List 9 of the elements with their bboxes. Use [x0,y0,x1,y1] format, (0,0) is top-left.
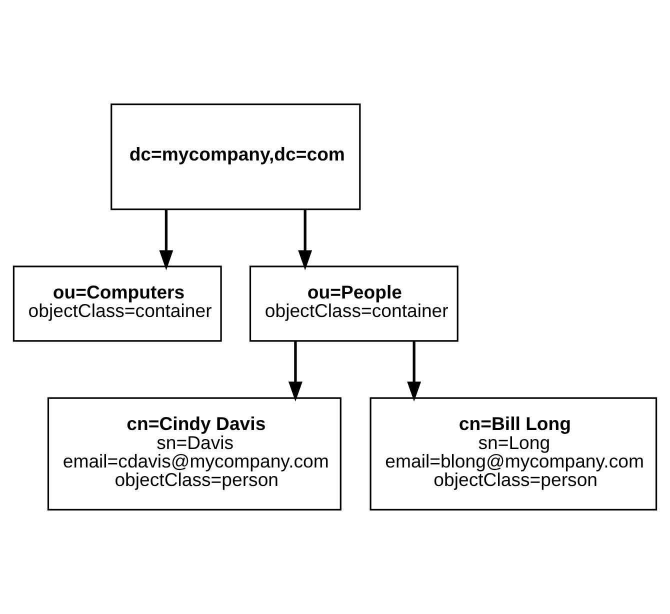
node-box: ou=People objectClass=container [249,266,458,342]
arrow [288,341,302,402]
arrow [298,209,312,270]
node-box: ou=Computers objectClass=container [12,266,222,342]
node-box: dc=mycompany,dc=com [110,104,361,210]
node-box: cn=Bill Long sn=Long email=blong@mycompany.com objectClass=person [370,397,658,510]
arrow [407,341,422,402]
arrow [159,209,174,270]
node-box: cn=Cindy Davis sn=Davis email=cdavis@mycompany.com objectClass=person [47,397,342,510]
